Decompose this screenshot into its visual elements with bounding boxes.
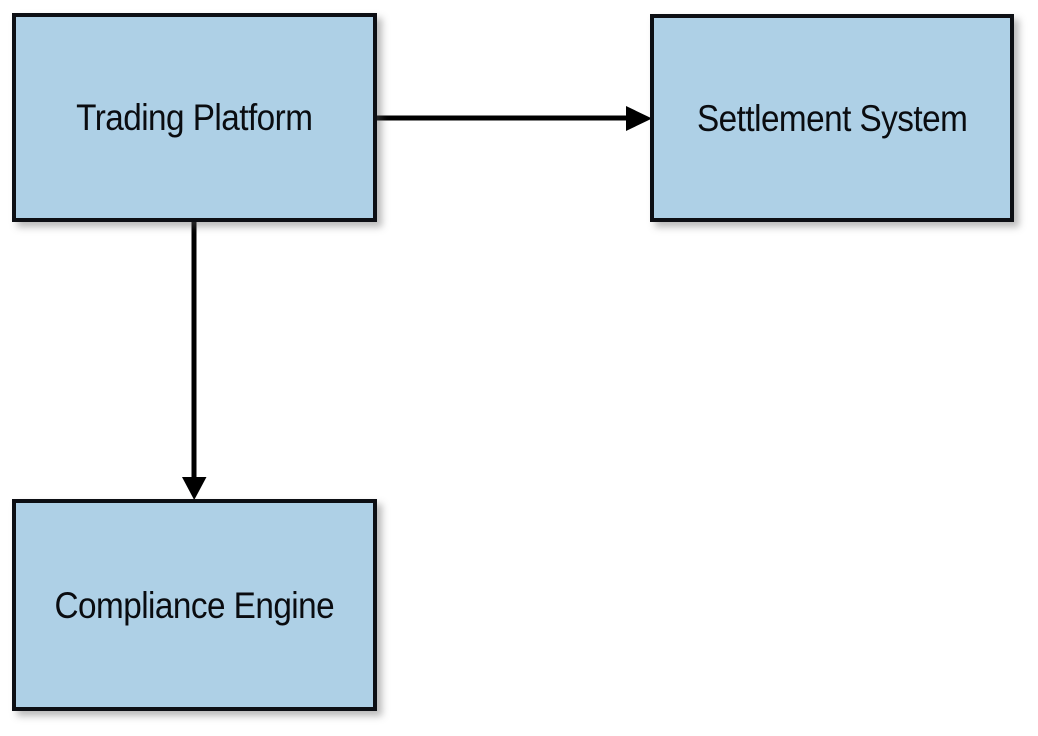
node-compliance-engine[interactable]: Compliance Engine [12, 499, 377, 711]
node-label-compliance-engine: Compliance Engine [54, 584, 335, 626]
node-settlement-system[interactable]: Settlement System [650, 14, 1014, 222]
arrowhead-right-icon [626, 106, 652, 131]
edge-trading-to-compliance [182, 222, 207, 500]
node-label-trading-platform: Trading Platform [76, 97, 313, 138]
node-label-settlement-system: Settlement System [696, 97, 968, 139]
arrowhead-down-icon [182, 477, 207, 500]
node-trading-platform[interactable]: Trading Platform [12, 13, 377, 222]
edge-trading-to-settlement [377, 106, 652, 131]
